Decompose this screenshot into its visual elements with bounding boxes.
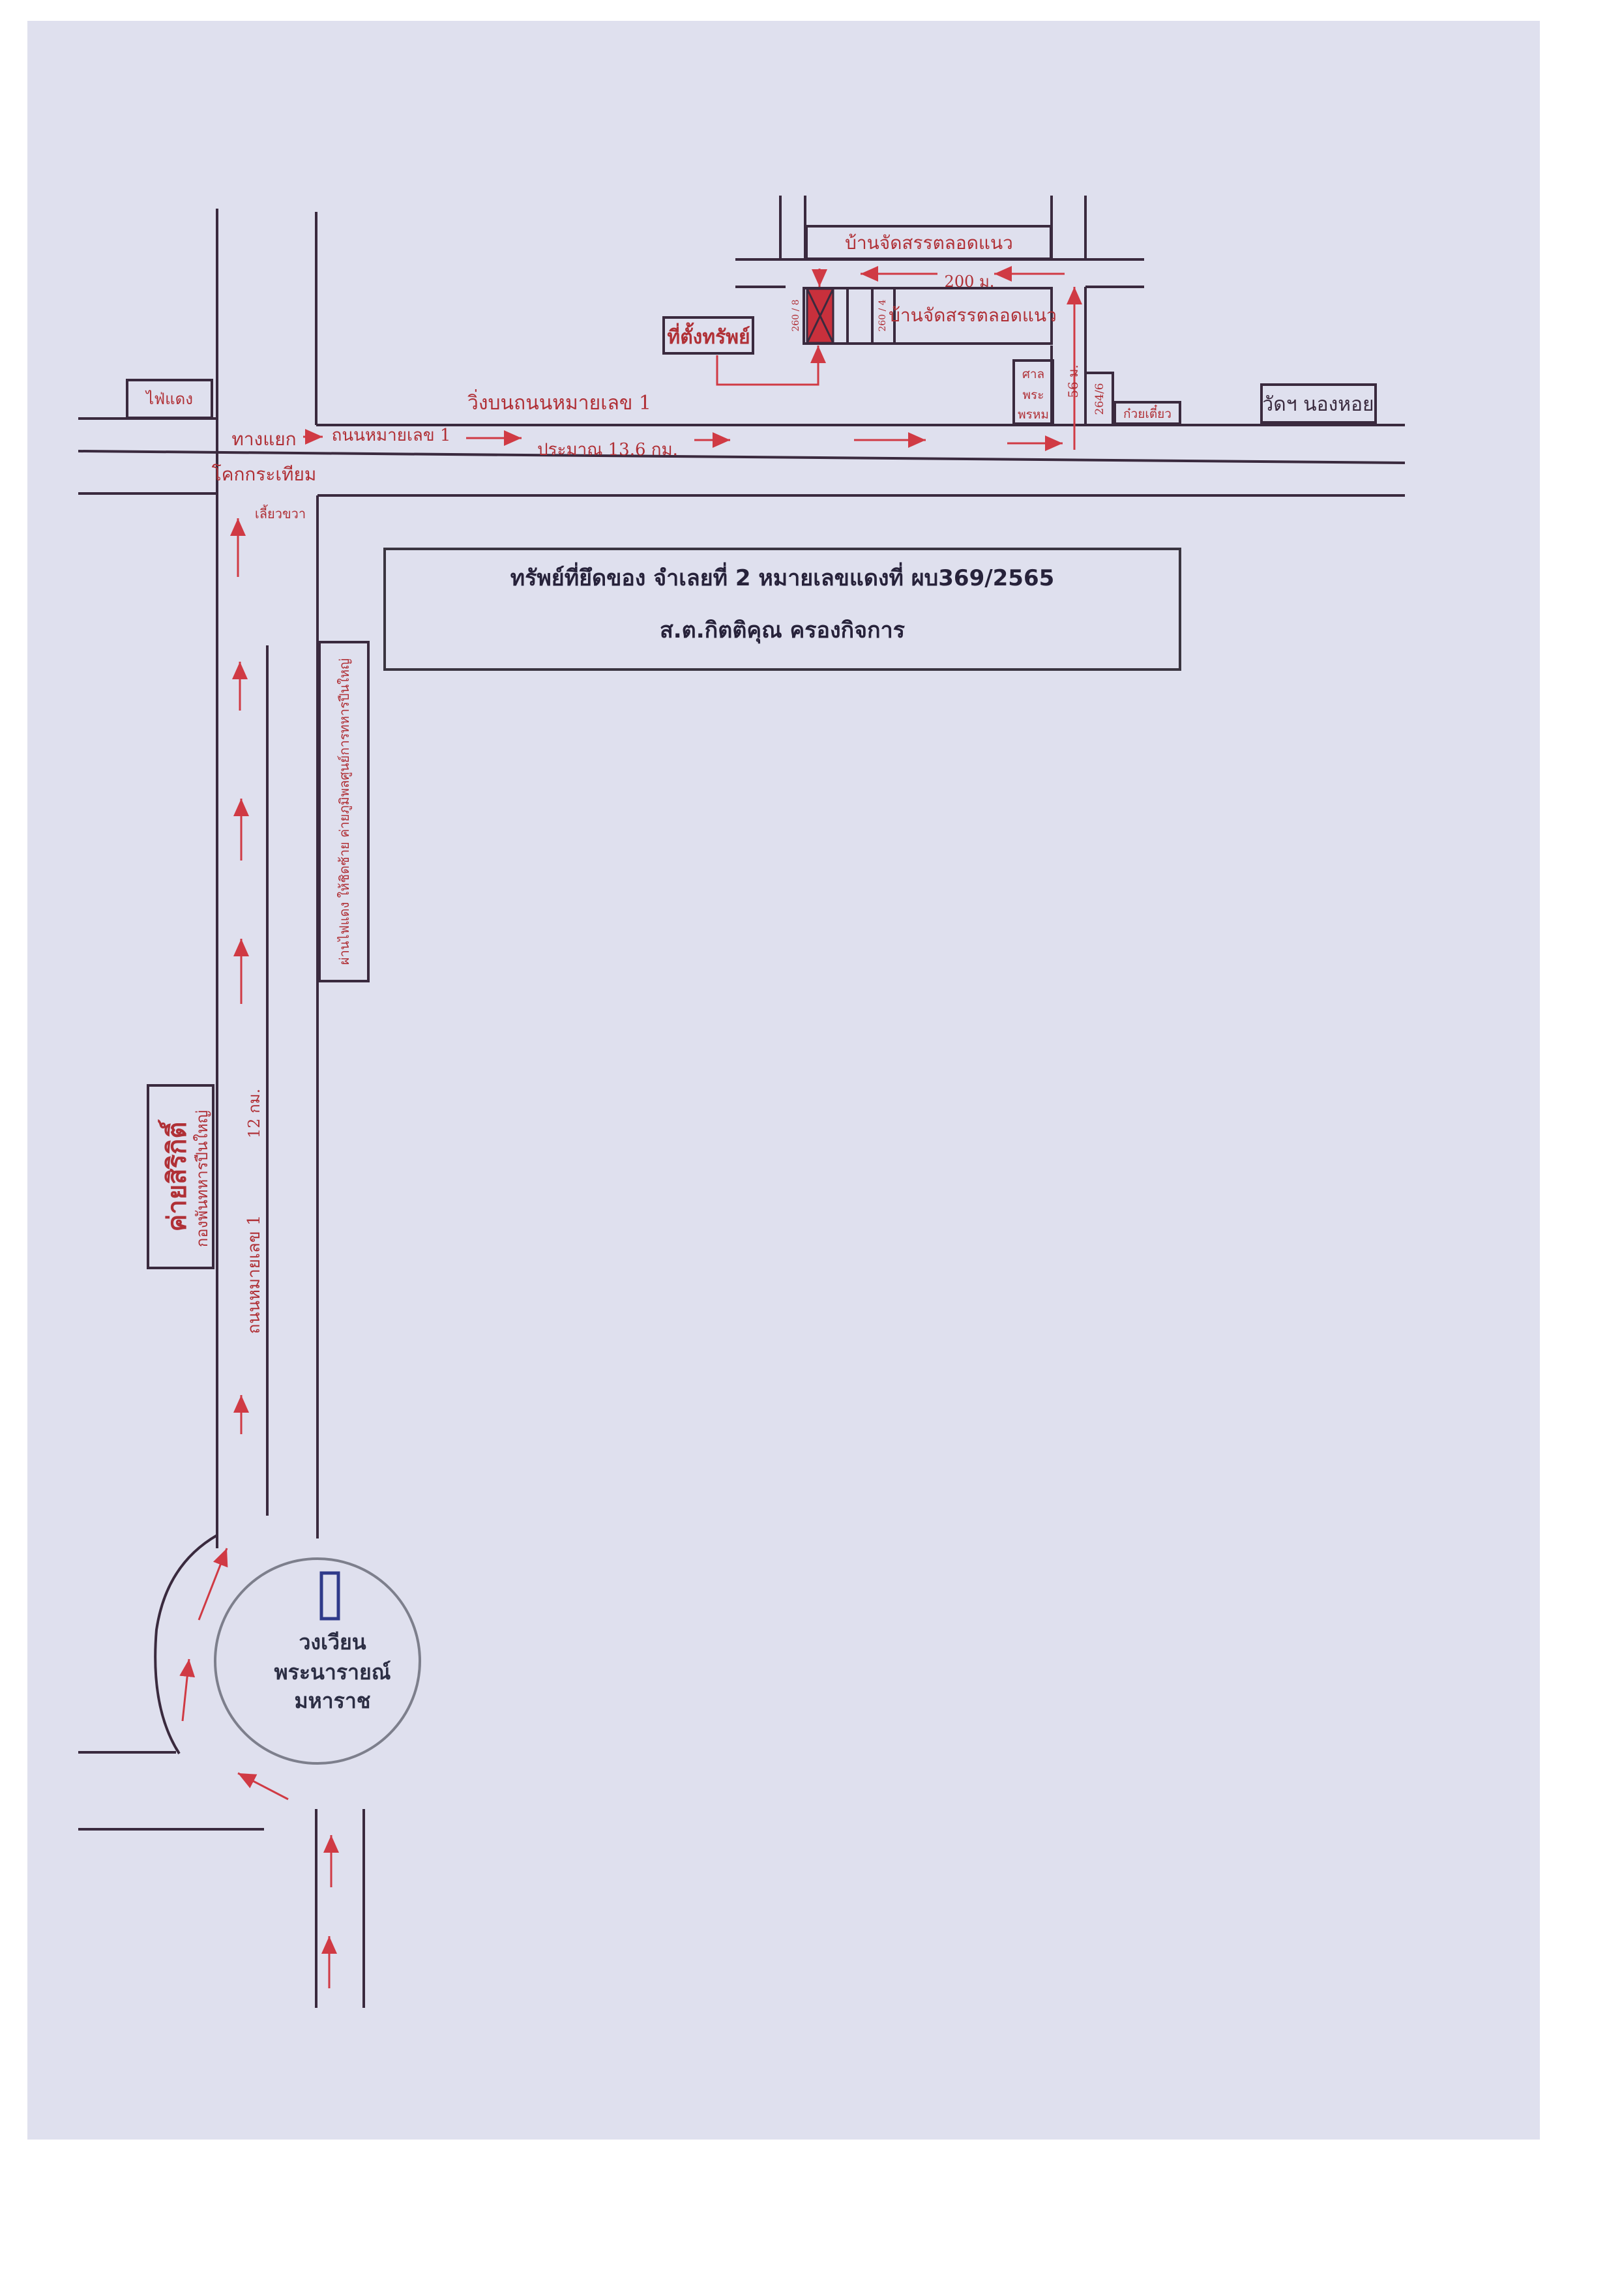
house-no-1-label: 260 / 8 [791,299,801,331]
roundabout-bypass [154,1534,218,1755]
house-no-3-label: 264/6 [1093,383,1106,415]
camp-box [147,1084,214,1269]
houses-top-label: บ้านจัดสรรตลอดแนว [845,232,1013,254]
junction-label-2: โคกกระเทียม [212,464,317,485]
camp-name-label: ค่ายสิริกิติ์ [158,1119,192,1231]
house-264-6-box [1084,372,1114,426]
distance-200-label: 200 ม. [945,272,995,291]
landmark-boxes [126,225,1377,1269]
approx-distance-label: ประมาณ 13.6 กม. [537,440,678,460]
turn-right-label: เลี้ยวขวา [255,505,306,522]
property-pointer [716,346,826,386]
distance-12-label: 12 กม. [245,1089,263,1138]
houses-right-label: บ้านจัดสรรตลอดแนว [889,304,1057,326]
shrine-label-2: พระ [1023,388,1044,402]
title-box [383,548,1181,671]
route-arrows [179,266,1082,1988]
temple-label: วัดฯ นองหอย [1262,393,1374,416]
junction-label-1: ทางแยก [231,428,296,450]
temple-box [1260,383,1377,424]
route-arrow [237,1772,289,1801]
title-line-1: ทรัพย์ที่ยึดของ จำเลยที่ 2 หมายเลขแดงที่… [510,562,1055,591]
traffic-light-label: ไฟ่แดง [145,390,193,408]
roundabout-label-1: วงเวียน [299,1630,366,1655]
property-location-box [662,316,754,355]
road-1-vertical-label: ถนนหมายเลข 1 [244,1215,264,1334]
title-line-2: ส.ต.กิตติคุณ ครองกิจการ [660,617,906,644]
shrine-label-1: ศาล [1022,367,1044,381]
camp-sub-label: กองพันทหารปืนใหญ่ [193,1110,211,1248]
shrine-label-3: พรหม [1018,407,1049,422]
house-no-2-label: 260 / 4 [877,299,888,331]
property-hatch [806,288,834,344]
shrine-box [1012,359,1054,425]
route-arrow [179,1658,196,1722]
traffic-light-box [126,379,213,419]
roads [78,196,1406,2008]
distance-56-label: 56 ม. [1065,364,1081,398]
road-horizontal-median [78,450,1406,464]
houses-top-box [805,225,1052,260]
roundabout-circle [214,1557,421,1765]
route-arrow [198,1548,228,1621]
roundabout-label-2: พระนารายณ์ [274,1660,391,1685]
vertical-sign-box [318,641,370,982]
property-location-label: ที่ตั้งทรัพย์ [667,322,750,349]
row-houses-box [803,287,1053,345]
roundabout-monument-icon [319,1571,340,1621]
map-sheet [27,21,1540,2140]
vertical-sign-label: ผ่านไฟแดง ให้ชิดซ้าย ค่ายภูมิพลศูนย์การท… [336,658,353,965]
noodle-shop-label: ก๋วยเตี๋ยว [1123,404,1172,421]
run-on-road-label: วิ่งบนถนนหมายเลข 1 [467,389,651,415]
noodle-shop-box [1113,401,1181,425]
road-1-label: ถนนหมายเลข 1 [332,426,451,445]
roundabout-label-3: มหาราช [294,1688,370,1713]
